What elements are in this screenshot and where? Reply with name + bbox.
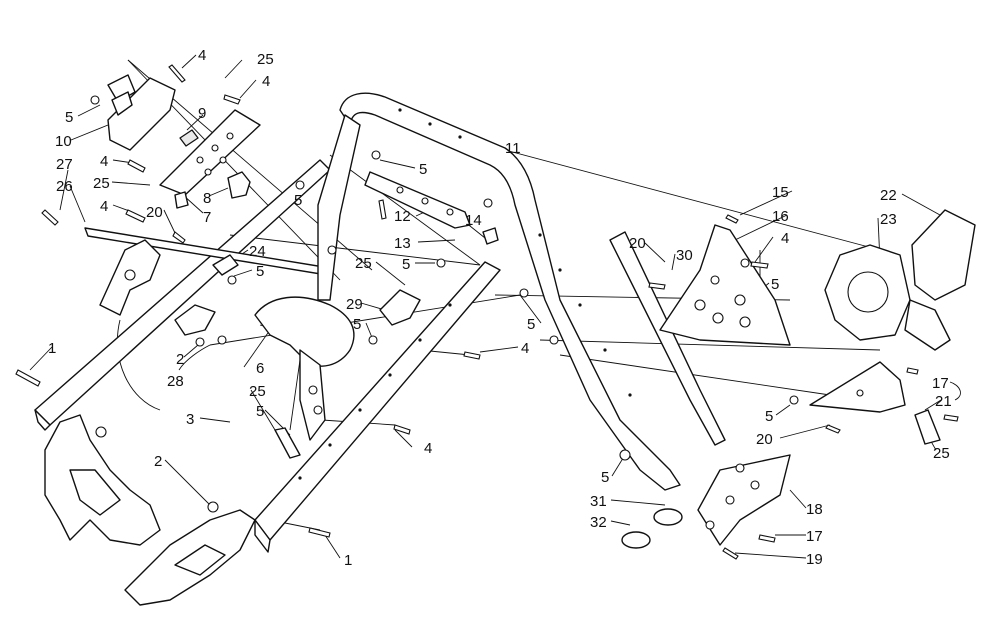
fasteners — [15, 64, 959, 560]
callout-25: 25 — [257, 51, 274, 68]
callout-32: 32 — [590, 514, 607, 531]
lower-chassis-casting — [44, 414, 256, 606]
bracket-28 — [174, 304, 216, 336]
plate-18 — [697, 454, 791, 546]
callout-5: 5 — [256, 403, 264, 420]
left-mount-bracket — [99, 239, 161, 316]
callout-4: 4 — [100, 153, 108, 170]
clip-14 — [482, 227, 499, 245]
mount-plate-7 — [159, 109, 261, 196]
callout-10: 10 — [55, 133, 72, 150]
callout-20: 20 — [756, 431, 773, 448]
callout-5: 5 — [771, 276, 779, 293]
callout-8: 8 — [203, 190, 211, 207]
callout-29: 29 — [346, 296, 363, 313]
control-box-22 — [911, 209, 976, 301]
relay-8 — [227, 171, 251, 199]
callout-12: 12 — [394, 208, 411, 225]
support-bracket-12 — [364, 171, 471, 229]
callout-11: 11 — [505, 140, 521, 157]
straps-25 — [174, 191, 941, 459]
callout-6: 6 — [256, 360, 264, 377]
callout-2: 2 — [176, 351, 184, 368]
callout-24: 24 — [249, 243, 266, 260]
callout-28: 28 — [167, 373, 184, 390]
callout-19: 19 — [806, 551, 823, 568]
callout-31: 31 — [590, 493, 607, 510]
callout-9: 9 — [198, 105, 206, 122]
callout-4: 4 — [100, 198, 108, 215]
callout-labels: 4 25 4 5 9 10 27 4 26 25 8 4 7 20 5 24 5… — [48, 47, 952, 569]
diagonal-plate-30 — [609, 231, 726, 446]
callout-22: 22 — [880, 187, 897, 204]
callout-5: 5 — [402, 256, 410, 273]
callout-3: 3 — [186, 411, 194, 428]
clamp-31 — [653, 508, 683, 526]
strap-29 — [379, 289, 421, 326]
bracket-24 — [212, 254, 239, 276]
callout-5: 5 — [765, 408, 773, 425]
left-upright-plate — [317, 114, 361, 301]
callout-5: 5 — [294, 192, 302, 209]
callout-4: 4 — [424, 440, 432, 457]
callout-5: 5 — [419, 161, 427, 178]
callout-13: 13 — [394, 235, 411, 252]
callout-20: 20 — [629, 235, 646, 252]
callout-1: 1 — [344, 552, 352, 569]
callout-4: 4 — [521, 340, 529, 357]
callout-5: 5 — [256, 263, 264, 280]
callout-5: 5 — [601, 469, 609, 486]
rubber-pad-9 — [179, 129, 199, 147]
callout-17: 17 — [932, 375, 949, 392]
callout-30: 30 — [676, 247, 693, 264]
front-lower-rail — [254, 261, 501, 553]
callout-4: 4 — [262, 73, 270, 90]
electronic-module-10 — [107, 74, 176, 151]
bracket-21 — [809, 361, 906, 413]
callout-18: 18 — [806, 501, 823, 518]
callout-15: 15 — [772, 184, 789, 201]
callout-25: 25 — [249, 383, 266, 400]
callout-7: 7 — [203, 209, 211, 226]
callout-14: 14 — [465, 212, 482, 229]
callout-1: 1 — [48, 340, 56, 357]
callout-4: 4 — [781, 230, 789, 247]
center-shroud-6 — [254, 296, 355, 441]
callout-26: 26 — [56, 178, 73, 195]
callout-23: 23 — [880, 211, 897, 228]
callout-20: 20 — [146, 204, 163, 221]
callout-17: 17 — [806, 528, 823, 545]
callout-16: 16 — [772, 208, 789, 225]
callout-2: 2 — [154, 453, 162, 470]
gauge-housing-23 — [824, 244, 951, 351]
callout-25: 25 — [355, 255, 372, 272]
callout-4: 4 — [198, 47, 206, 64]
callout-21: 21 — [935, 393, 952, 410]
callout-27: 27 — [56, 156, 73, 173]
callout-5: 5 — [527, 316, 535, 333]
callout-25: 25 — [933, 445, 950, 462]
main-loop-frame — [339, 92, 681, 491]
callout-5: 5 — [65, 109, 73, 126]
clamp-32 — [621, 531, 651, 549]
callout-25: 25 — [93, 175, 110, 192]
callout-5: 5 — [353, 316, 361, 333]
